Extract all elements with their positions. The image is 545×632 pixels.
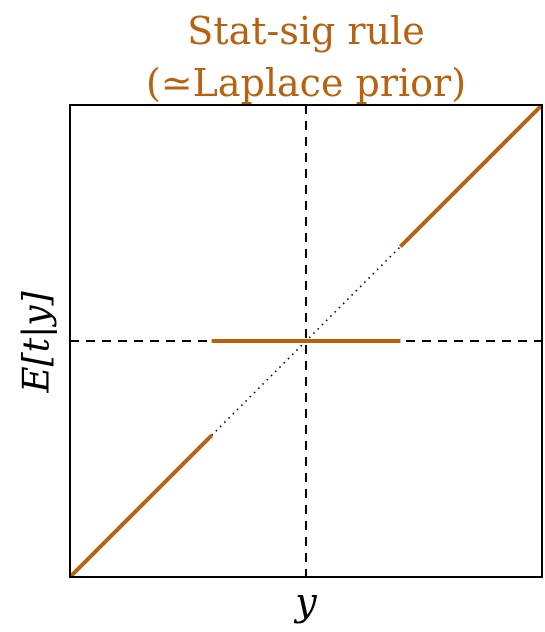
rule-segment-1 [68,433,214,579]
plot-frame [69,104,543,578]
x-axis-label: y [295,580,317,624]
rule-segment-3 [398,103,544,249]
identity-dotted-line [211,246,401,436]
chart-title-line2: (≃Laplace prior) [145,61,467,105]
chart-marks [68,103,544,579]
chart-title-line1: Stat-sig rule [187,9,425,53]
